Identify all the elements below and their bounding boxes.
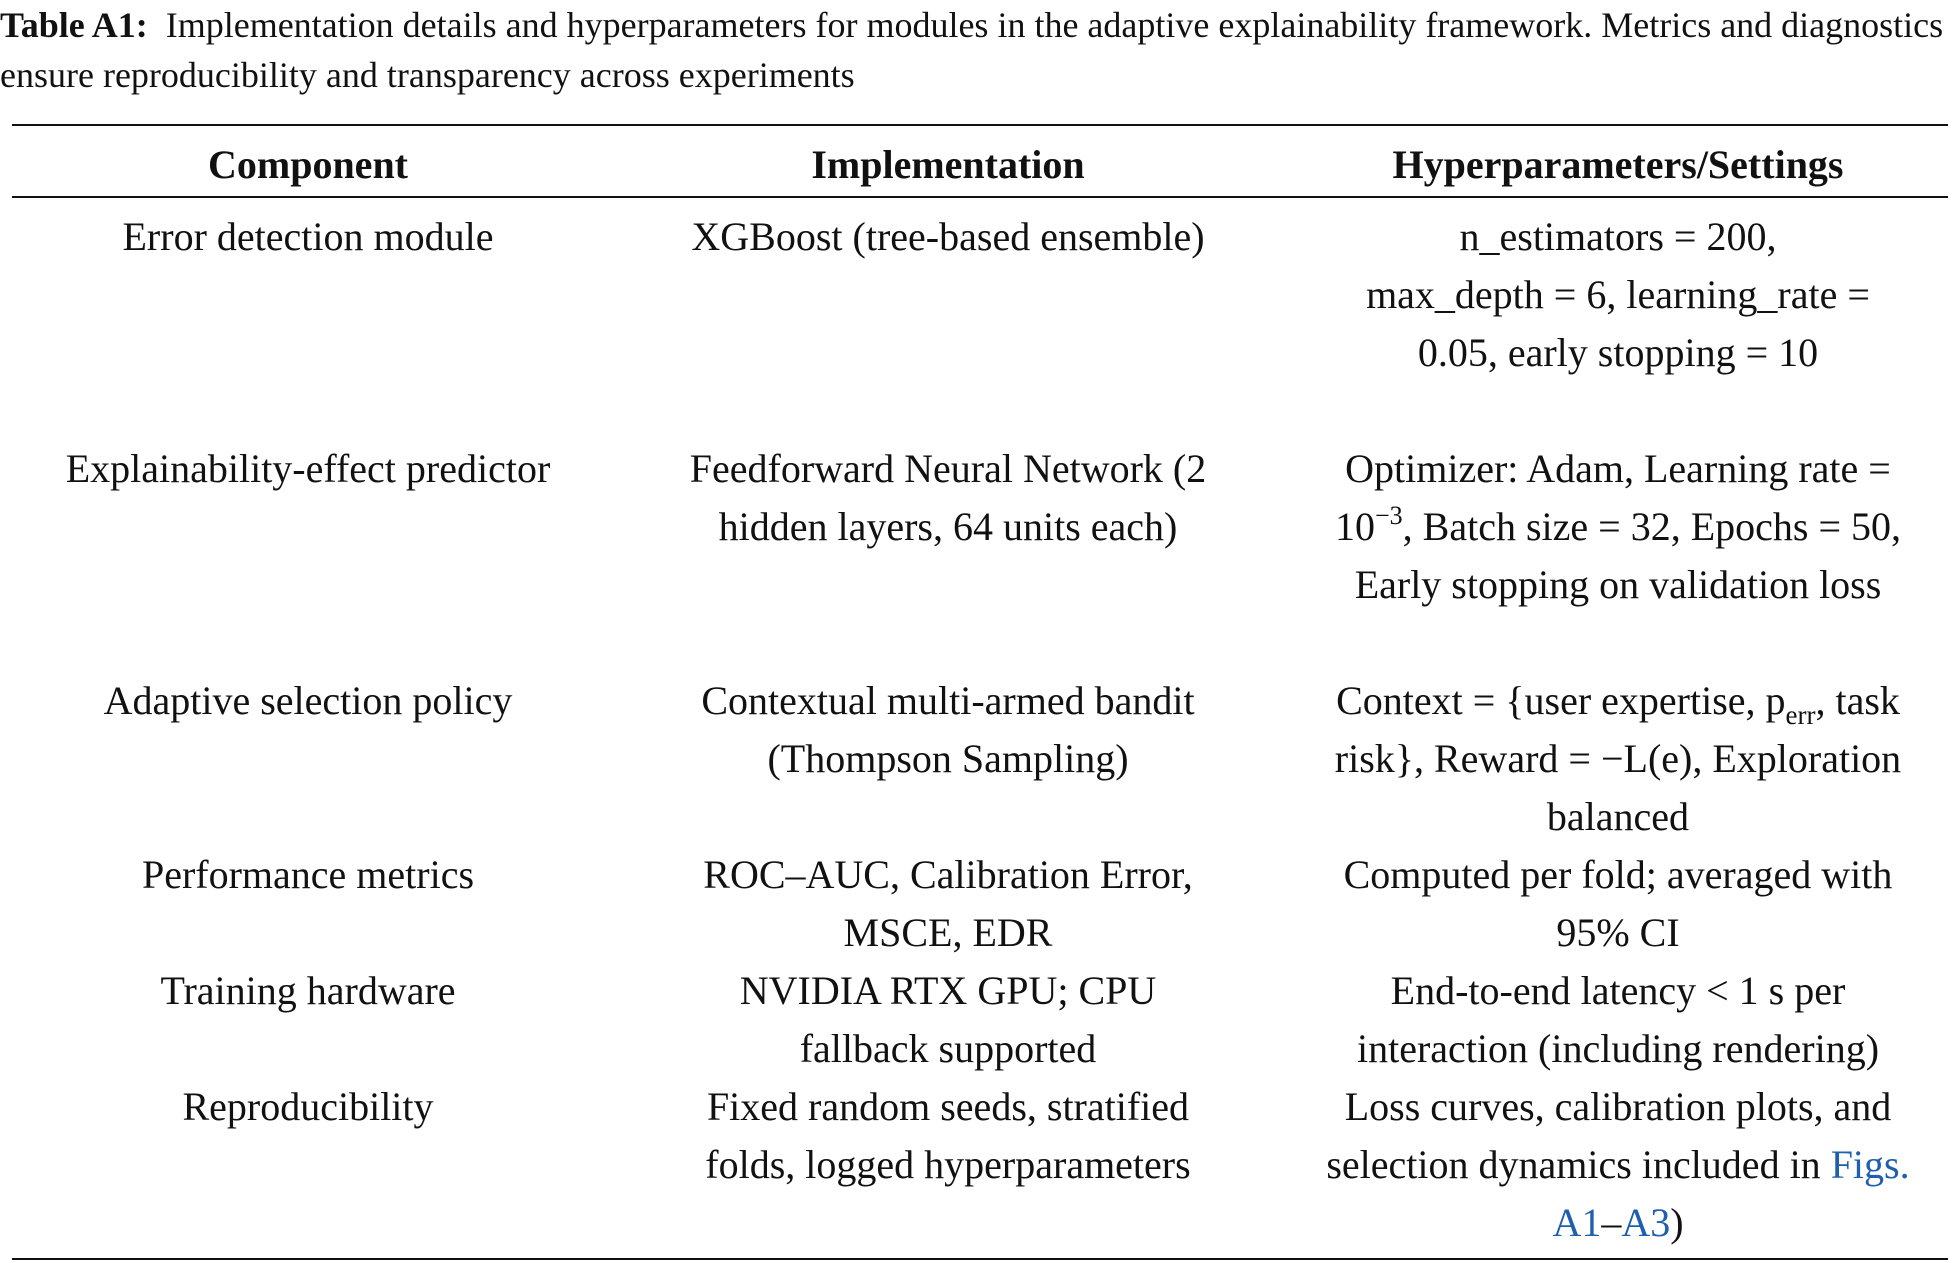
row-selection-policy-settings: Context = {user expertise, perr, task ri… — [1290, 672, 1946, 846]
row-error-detection-settings: n_estimators = 200, max_depth = 6, learn… — [1366, 214, 1870, 375]
row-reproducibility-implementation: Fixed random seeds, stratified folds, lo… — [705, 1084, 1191, 1187]
column-header-component: Component — [207, 142, 409, 187]
settings-text: , task risk}, Reward = −L(e), Exploratio… — [1334, 678, 1902, 839]
column-header-implementation: Implementation — [811, 142, 1085, 187]
settings-text: , Batch size = 32, Epochs = 50, Early st… — [1354, 504, 1902, 607]
row-error-detection-implementation: XGBoost (tree-based ensemble) — [691, 214, 1205, 259]
table-bottom-rule — [12, 1258, 1948, 1260]
exponent: −3 — [1374, 501, 1403, 530]
subscript: err — [1785, 700, 1816, 730]
column-header-settings: Hyperparameters/Settings — [1392, 142, 1844, 187]
settings-text: ) — [1670, 1200, 1684, 1245]
figure-link-a1[interactable]: Figs. A1 — [1552, 1142, 1910, 1245]
row-performance-metrics-component: Performance metrics — [141, 852, 475, 897]
row-performance-metrics-implementation: ROC–AUC, Calibration Error, MSCE, EDR — [703, 852, 1193, 955]
row-effect-predictor-implementation: Feedforward Neural Network (2 hidden lay… — [689, 446, 1207, 549]
row-selection-policy-component: Adaptive selection policy — [103, 678, 513, 723]
settings-text: Loss curves, calibration plots, and sele… — [1326, 1084, 1892, 1187]
settings-text: Context = {user expertise, p — [1336, 678, 1786, 723]
row-training-hardware-component: Training hardware — [160, 968, 456, 1013]
row-effect-predictor-component: Explainability-effect predictor — [65, 446, 551, 491]
table-header-rule — [12, 196, 1948, 198]
table-top-rule — [12, 124, 1948, 126]
table-label: Table A1: — [0, 5, 148, 45]
row-reproducibility-component: Reproducibility — [182, 1084, 434, 1129]
settings-dash: – — [1601, 1200, 1622, 1245]
figure-link-a3[interactable]: A3 — [1621, 1200, 1671, 1245]
row-reproducibility-settings: Loss curves, calibration plots, and sele… — [1290, 1078, 1946, 1252]
row-training-hardware-implementation: NVIDIA RTX GPU; CPU fallback supported — [739, 968, 1157, 1071]
table-caption-text: Implementation details and hyperparamete… — [0, 5, 1944, 95]
table-caption: Table A1: Implementation details and hyp… — [0, 0, 1950, 100]
row-performance-metrics-settings: Computed per fold; averaged with 95% CI — [1343, 852, 1893, 955]
row-training-hardware-settings: End-to-end latency < 1 s per interaction… — [1356, 968, 1880, 1071]
row-selection-policy-implementation: Contextual multi-armed bandit (Thompson … — [701, 678, 1195, 781]
settings-text: Optimizer: Adam, Learning rate = 10 — [1334, 446, 1891, 549]
row-effect-predictor-settings: Optimizer: Adam, Learning rate = 10−3, B… — [1290, 440, 1946, 614]
row-error-detection-component: Error detection module — [122, 214, 494, 259]
